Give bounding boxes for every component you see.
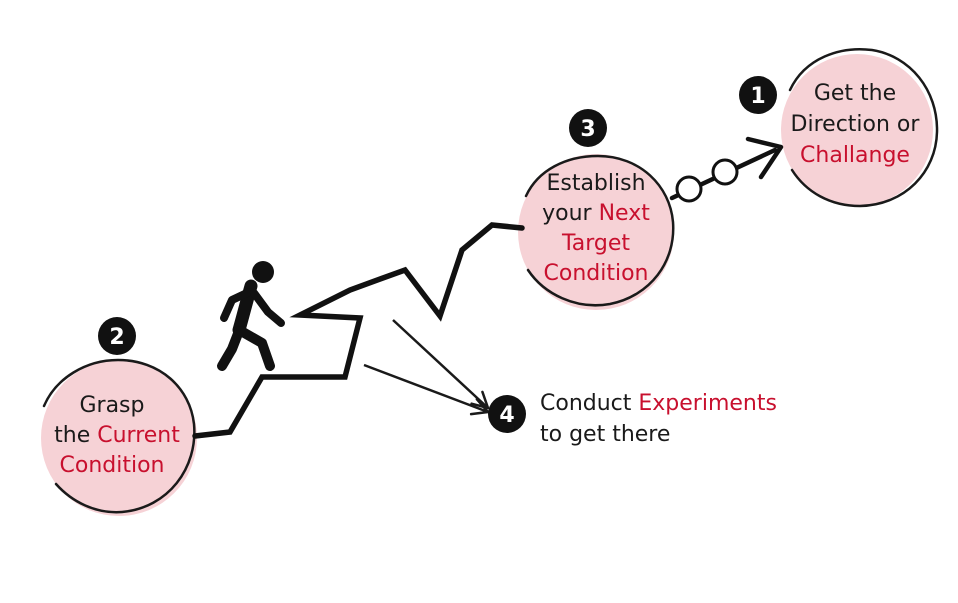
bubble-step-2-fill — [41, 360, 197, 516]
step-1-line-3: Challange — [800, 143, 910, 168]
step-badge-2-circle — [98, 317, 136, 355]
step-badge-1-number: 1 — [750, 84, 765, 109]
walker-front-arm — [250, 289, 285, 327]
step-badge-2: 2 — [98, 317, 136, 355]
step-badge-2-number: 2 — [109, 325, 124, 350]
walker-front-leg — [236, 326, 275, 371]
bubble-step-1-fill — [781, 54, 933, 206]
step-2-line-2: the Current — [54, 423, 180, 448]
step-2-line-3: Condition — [60, 453, 165, 478]
step-4-line-2: to get there — [540, 422, 670, 447]
bubble-step-3 — [518, 154, 675, 310]
step-1-line-2: Direction or — [791, 112, 921, 137]
step-3-line-3: Target — [561, 231, 630, 256]
step-badge-4-number: 4 — [499, 403, 514, 428]
step-3-line-1: Establish — [546, 171, 645, 196]
experiment-arrow-upper — [392, 319, 490, 410]
step-badge-3-circle — [569, 109, 607, 147]
step-3-line-2: your Next — [542, 201, 650, 226]
bubble-step-1 — [781, 48, 939, 208]
step-badge-4: 4 — [488, 395, 526, 433]
step-badge-3: 3 — [569, 109, 607, 147]
bubble-step-1-outline — [788, 48, 939, 208]
progress-path — [192, 222, 525, 439]
step-1-line-1: Get the — [814, 81, 896, 106]
step-4-label: Conduct Experiments to get there — [540, 391, 777, 447]
step-2-label: Grasp the Current Condition — [54, 393, 180, 478]
step-3-line-4: Condition — [544, 261, 649, 286]
chain-link-circle — [711, 158, 739, 186]
step-badge-3-number: 3 — [580, 117, 595, 142]
bubble-step-3-fill — [518, 154, 674, 310]
arrow-icon — [745, 136, 784, 180]
bubble-step-3-outline — [524, 154, 675, 307]
walker-head — [252, 261, 274, 283]
walking-person-icon — [217, 261, 285, 371]
step-4-line-1: Conduct Experiments — [540, 391, 777, 416]
step-badge-1: 1 — [739, 76, 777, 114]
walker-back-arm — [220, 288, 253, 322]
step-2-line-1: Grasp — [79, 393, 144, 418]
step-3-label: Establish your Next Target Condition — [542, 171, 650, 286]
chain-link-circle — [675, 175, 703, 203]
link-chain — [669, 136, 784, 203]
step-badge-1-circle — [739, 76, 777, 114]
bubble-step-2-outline — [42, 358, 196, 514]
step-1-label: Get the Direction or Challange — [791, 81, 921, 168]
step-badge-4-circle — [488, 395, 526, 433]
experiment-arrow-lower — [363, 363, 490, 416]
bubble-step-2 — [41, 358, 197, 516]
walker-back-leg — [217, 326, 244, 371]
